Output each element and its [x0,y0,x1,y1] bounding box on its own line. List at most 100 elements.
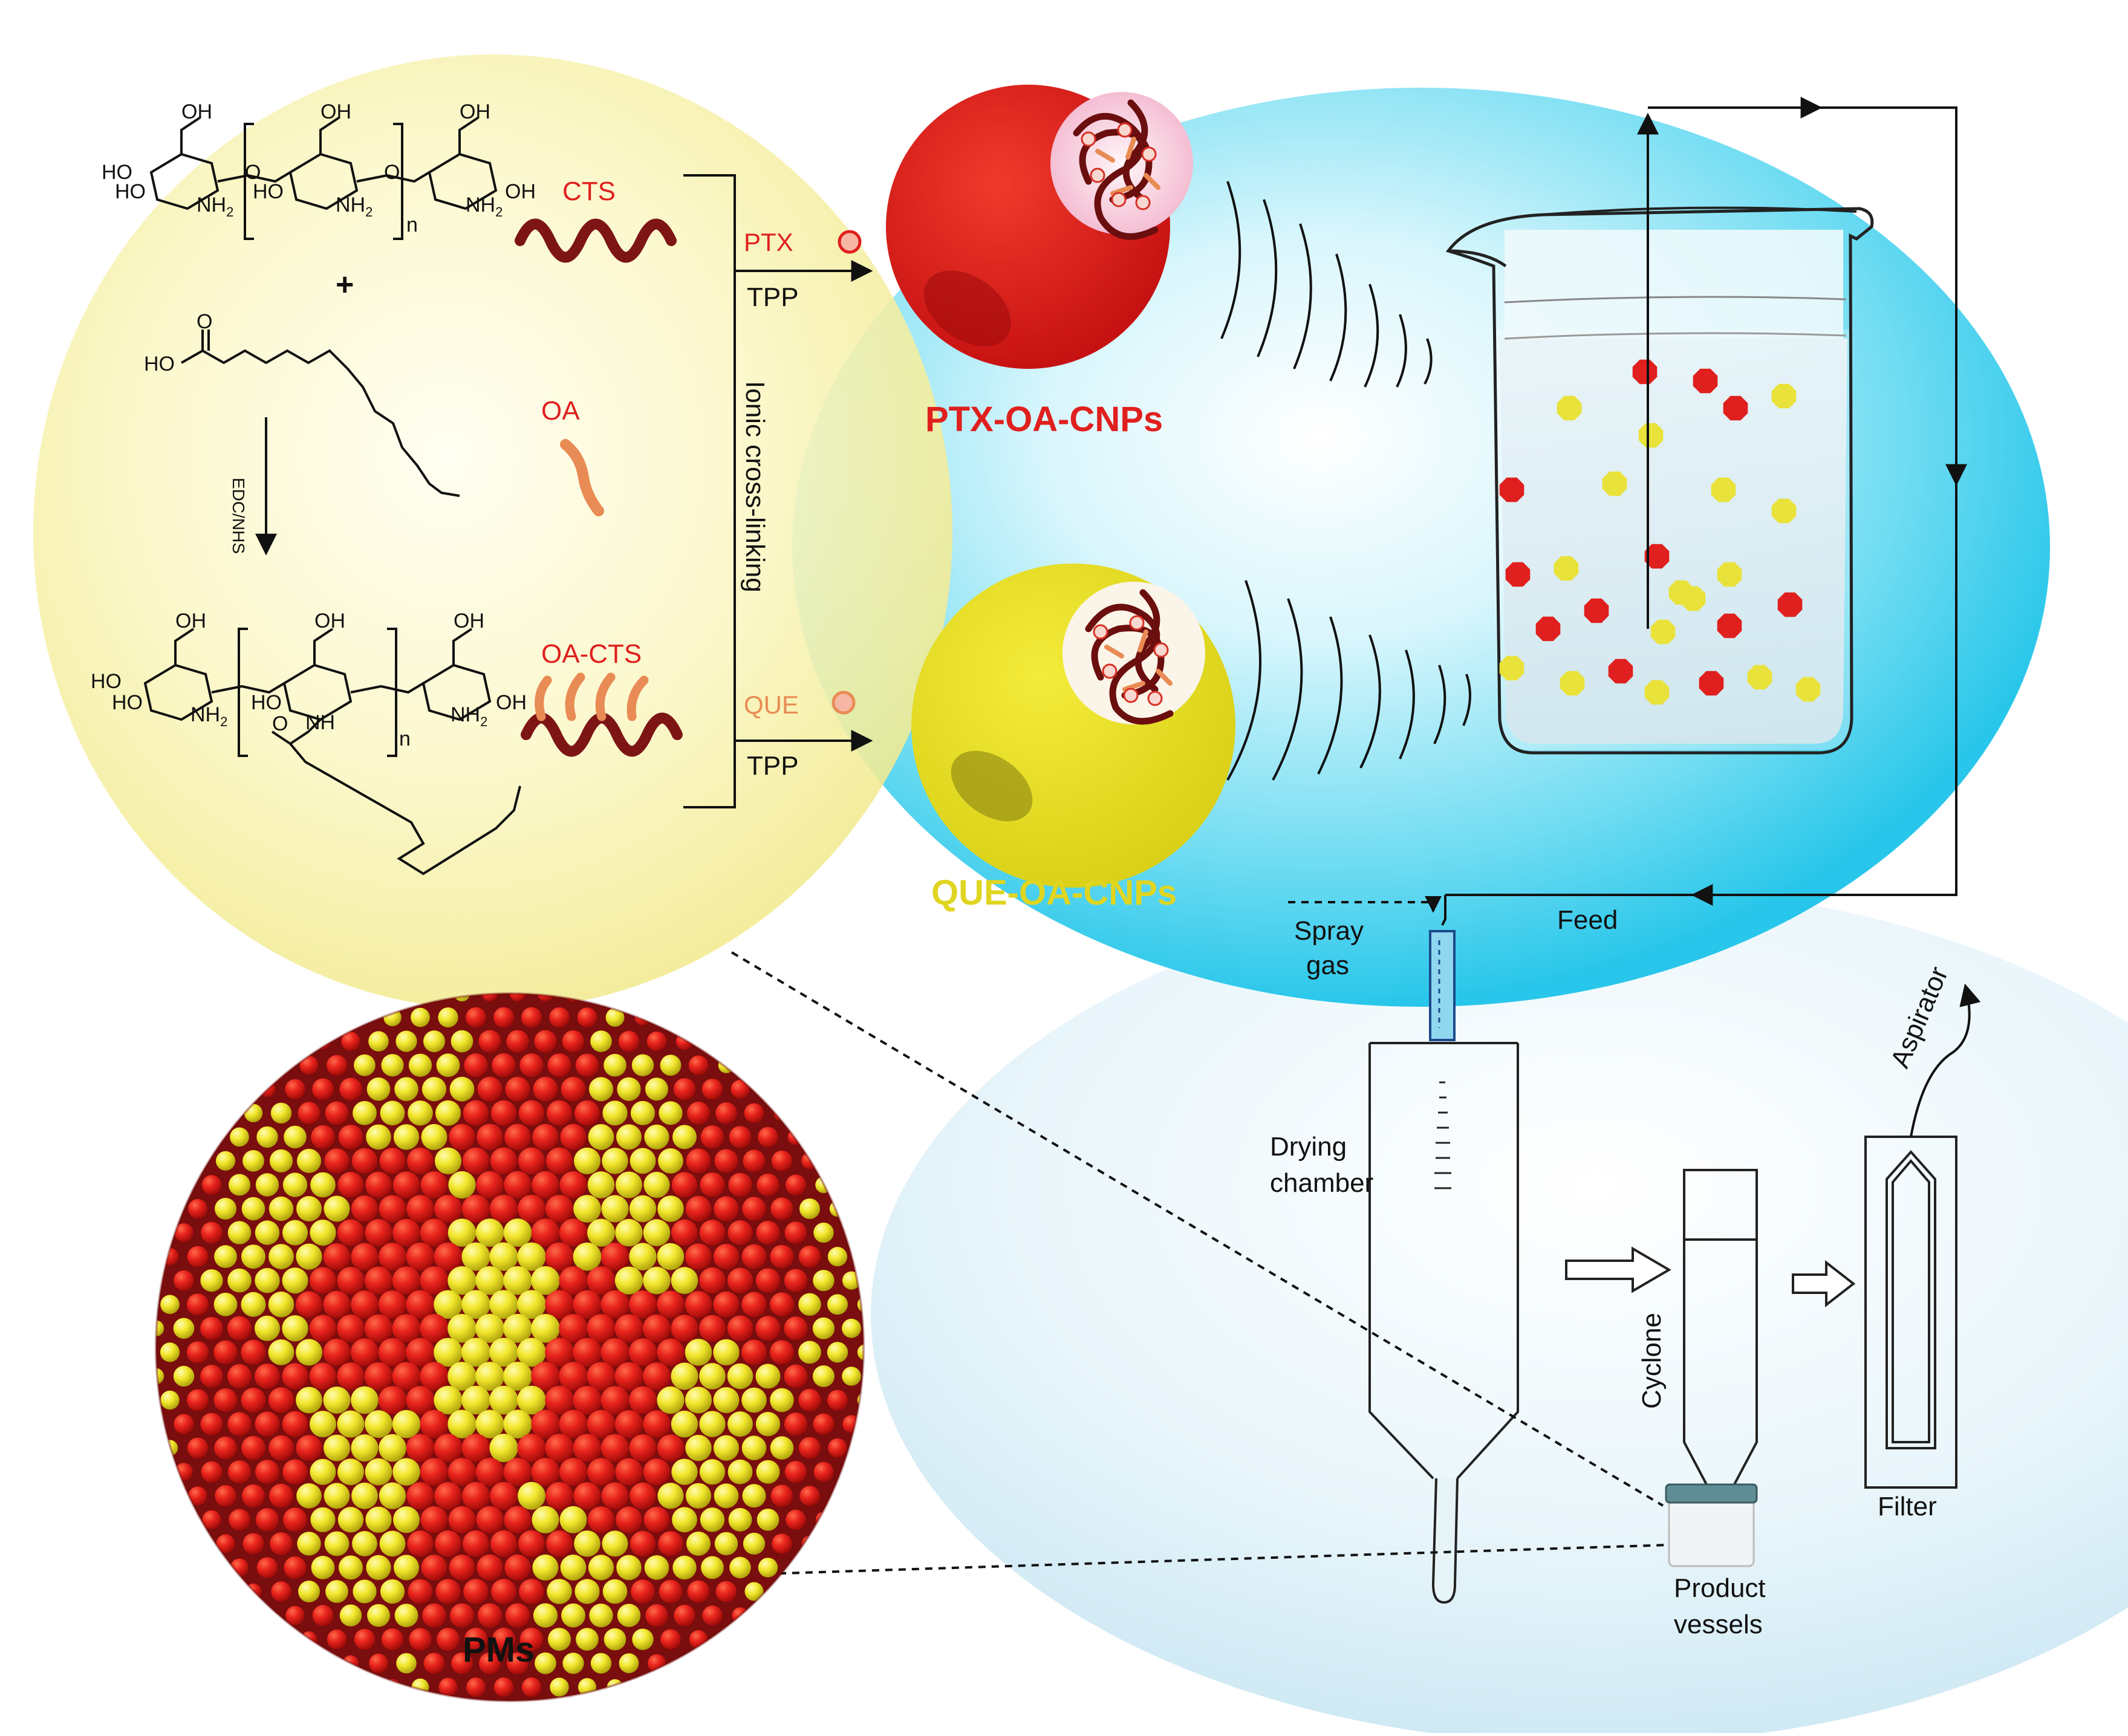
pms-microparticle [365,1410,392,1439]
pms-microparticle [201,1461,223,1483]
beaker-particle [1644,544,1670,569]
pms-microparticle [466,1007,486,1028]
pms-microparticle [503,1458,532,1486]
pms-microparticle [644,1124,669,1149]
pms-microparticle [532,1506,559,1533]
pms-microparticle [381,1054,404,1077]
pms-microparticle [282,1267,308,1294]
pms-microparticle [728,1172,752,1197]
pms-microparticle [628,1338,657,1367]
pms-microparticle [574,1579,600,1604]
pms-microparticle [490,1147,518,1175]
pms-microparticle [477,1603,503,1628]
pms-microparticle [755,1268,781,1293]
pms-microparticle [380,1100,405,1126]
pms-microparticle [475,1218,504,1247]
pms-microparticle [351,1338,379,1367]
pms-microparticle [587,1458,615,1486]
pms-microparticle [353,1100,377,1125]
hollow-arrow-1 [1565,1246,1671,1293]
pms-microparticle [685,1195,712,1222]
pms-microparticle [506,1030,529,1053]
pms-microparticle [619,1653,639,1674]
pms-microparticle [728,1507,752,1532]
pms-microparticle [742,1484,766,1508]
pms-microparticle [534,1030,557,1053]
pms-microparticle [771,1150,793,1171]
pms-microparticle [770,1340,794,1365]
tpp-bottom-label: TPP [747,751,799,781]
pms-microparticle [574,1147,600,1174]
pms-microparticle [741,1292,767,1318]
pms-microparticle [784,1461,807,1483]
pms-microparticle [532,1171,559,1199]
pms-microparticle [406,1290,435,1319]
pms-microparticle [187,1437,209,1458]
pms-microparticle [296,1435,322,1461]
pms-microparticle [629,1290,657,1319]
pms-microparticle [394,1077,418,1101]
pms-microparticle [672,1555,697,1580]
beaker-particle [1747,665,1772,690]
pms-microparticle [561,1603,585,1628]
pms-microparticle [549,1007,570,1028]
pms-microparticle [408,1100,433,1126]
pms-microparticle [657,1434,685,1461]
pms-microparticle [435,1530,461,1557]
pms-microparticle [434,1434,463,1462]
pms-microparticle [685,1387,712,1414]
pms-microparticle [700,1125,724,1149]
pms-microparticle [187,1389,209,1411]
pms-microparticle [503,1409,532,1439]
atom-nh-5: NH [305,711,336,734]
pms-microparticle [643,1362,671,1390]
pms-microparticle [671,1172,698,1198]
pms-microparticle [476,1506,504,1533]
spray-gas-label-1: Spray [1294,916,1364,946]
aspirator-arrow [1910,983,1981,1137]
pms-microparticle [503,1218,532,1247]
pms-microparticle [600,1338,630,1367]
pms-microparticle [616,1124,642,1150]
pms-microparticle [744,1582,764,1601]
pms-microparticle [421,1123,447,1150]
pms-microparticle [715,1102,737,1124]
pms-microparticle [699,1315,726,1342]
pms-microparticle [518,1195,545,1223]
pms-microparticle [643,1267,671,1295]
pms-microparticle [587,1506,615,1533]
pms-microparticle [587,1314,616,1343]
beaker-particle [1699,671,1724,696]
pms-microparticle [813,1222,834,1243]
beaker-particle [1560,671,1585,696]
atom-oh-2: OH [321,100,351,123]
pms-microparticle [741,1387,767,1413]
pms-microparticle [475,1362,504,1391]
pms-microparticle [285,1605,305,1625]
pms-microparticle [657,1338,685,1367]
pms-microparticle [378,1290,407,1319]
beaker-particle [1771,498,1797,524]
beaker-particle [1717,562,1742,587]
pms-microparticle [365,1171,392,1198]
pms-microparticle [256,1557,278,1578]
product-vessel [1665,1483,1758,1567]
pms-microparticle [517,1338,546,1367]
pms-microparticle [393,1506,420,1533]
pms-microparticle [545,1290,574,1319]
pms-microparticle [227,1268,252,1293]
atom-n-2: n [399,727,411,750]
pms-microparticle [420,1266,449,1295]
pms-microparticle [614,1314,643,1343]
pms-microparticle [365,1506,392,1533]
pms-microparticle [447,1266,477,1295]
pms-microparticle [770,1436,794,1460]
pms-microparticle [461,1338,490,1367]
pms-microparticle [756,1460,780,1484]
pms-microparticle [519,1053,544,1078]
pms-microparticle [548,1628,571,1651]
pms-microparticle [798,1246,821,1268]
pale-blue-region [871,886,2128,1736]
pms-microparticle [601,1482,629,1510]
